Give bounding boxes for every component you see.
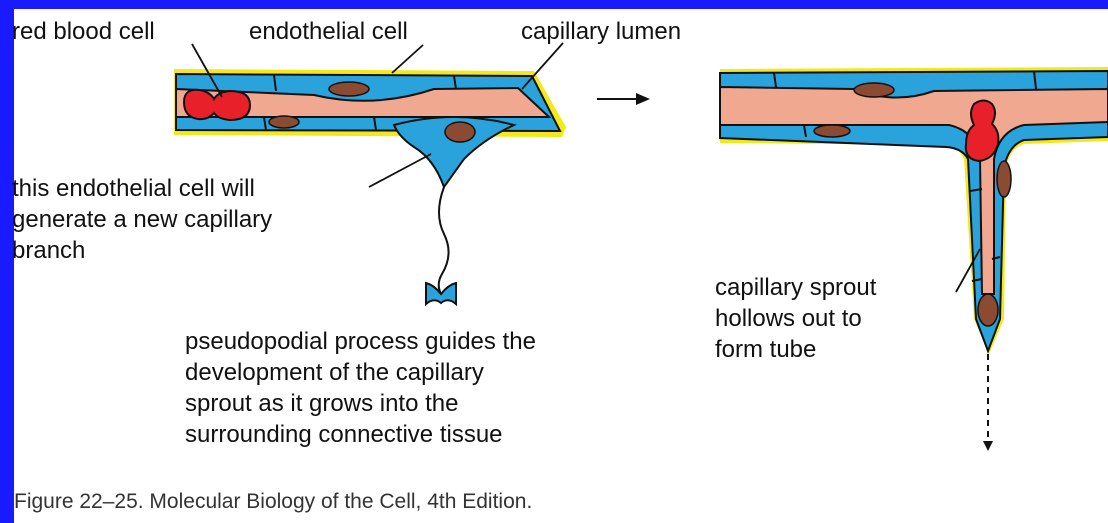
leader-endothelial-cell <box>392 45 423 73</box>
pseudopod-tip <box>426 283 456 304</box>
right-red-blood-cell <box>966 101 999 162</box>
left-nucleus-1 <box>329 82 369 96</box>
label-capillary-lumen: capillary lumen <box>521 17 681 46</box>
label-sprout-line-2: hollows out to <box>715 304 862 333</box>
right-nucleus-4 <box>978 294 998 326</box>
right-nucleus-2 <box>814 125 850 137</box>
label-new-branch-line-1: this endothelial cell will <box>12 174 255 203</box>
label-pseudopodial-line-4: surrounding connective tissue <box>185 420 503 449</box>
label-red-blood-cell: red blood cell <box>12 17 155 46</box>
transition-arrow <box>597 93 650 105</box>
tip-cell-nucleus <box>445 122 475 142</box>
left-nucleus-2 <box>269 116 299 128</box>
leader-tip-cell <box>369 154 431 187</box>
leader-capillary-lumen <box>522 43 563 89</box>
left-red-blood-cell <box>184 90 250 120</box>
right-nucleus-1 <box>854 83 894 97</box>
figure-panel: red blood cell endothelial cell capillar… <box>14 9 1108 523</box>
right-nucleus-3 <box>997 161 1011 197</box>
label-pseudopodial-line-1: pseudopodial process guides the <box>185 327 536 356</box>
label-new-branch-line-2: generate a new capillary <box>12 205 272 234</box>
label-endothelial-cell: endothelial cell <box>249 17 408 46</box>
figure-caption: Figure 22–25. Molecular Biology of the C… <box>14 490 532 514</box>
right-capillary-lumen <box>720 87 1108 294</box>
label-pseudopodial-line-2: development of the capillary <box>185 358 484 387</box>
capillary-sprouting-diagram <box>14 9 1108 523</box>
left-capillary <box>174 69 566 187</box>
growth-direction-arrow <box>983 354 993 451</box>
label-sprout-line-1: capillary sprout <box>715 273 876 302</box>
label-pseudopodial-line-3: sprout as it grows into the <box>185 389 458 418</box>
pseudopodial-process-line <box>439 187 449 294</box>
label-sprout-line-3: form tube <box>715 335 816 364</box>
label-new-branch-line-3: branch <box>12 236 85 265</box>
